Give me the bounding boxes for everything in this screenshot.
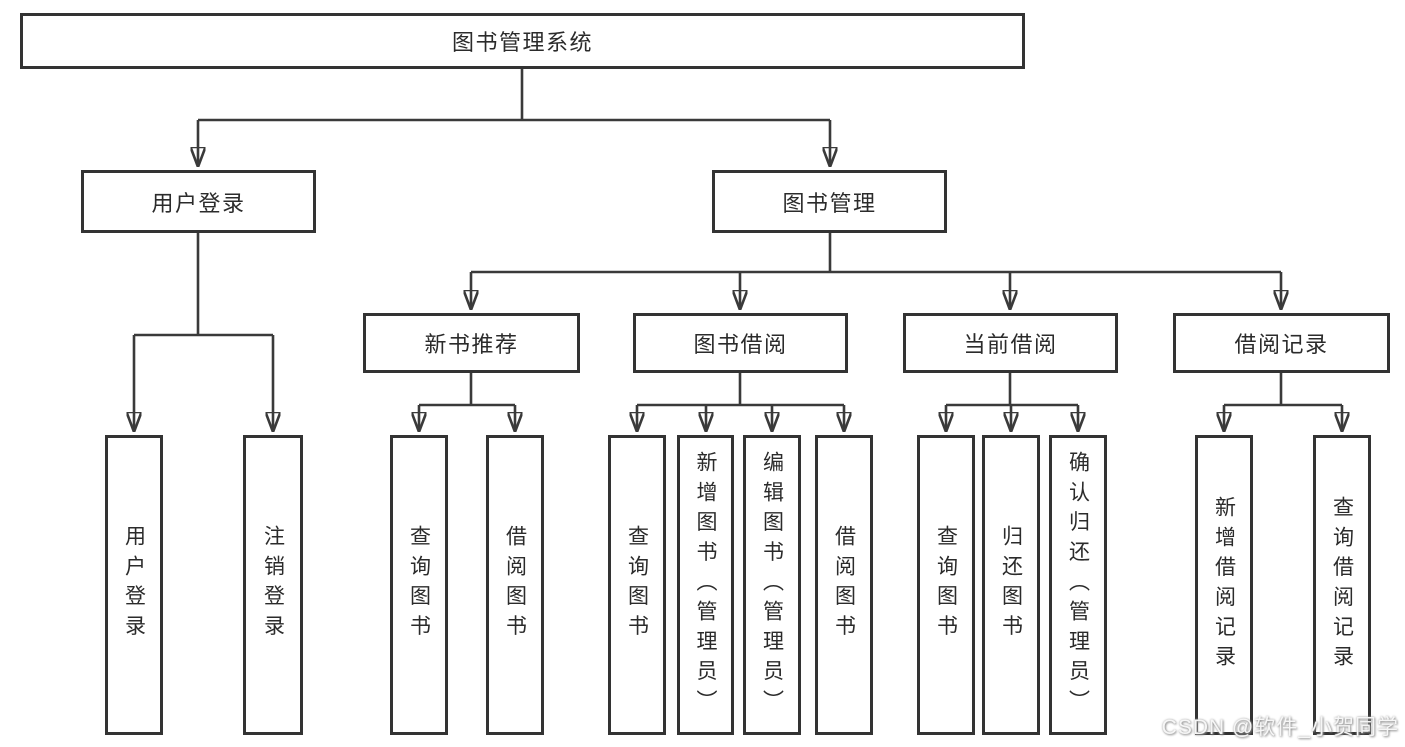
leaf-label: 编辑图书（管理员）: [760, 450, 784, 720]
node-book-management: 图书管理: [712, 170, 947, 233]
node-borrowing-records: 借阅记录: [1173, 313, 1390, 373]
leaf-label: 查询图书: [625, 525, 649, 645]
leaf-label: 借阅图书: [832, 525, 856, 645]
leaf-confirm-return-admin: 确认归还（管理员）: [1049, 435, 1107, 735]
edges-current-borrowing: [946, 373, 1078, 429]
leaf-borrow-books: 借阅图书: [815, 435, 873, 735]
leaf-label: 注销登录: [261, 525, 285, 645]
edges-new-book-recommend: [419, 373, 515, 429]
node-new-book-recommend: 新书推荐: [363, 313, 580, 373]
leaf-label: 确认归还（管理员）: [1066, 450, 1090, 720]
edges-borrowing-records: [1224, 373, 1342, 429]
leaf-return-books: 归还图书: [982, 435, 1040, 735]
leaf-logout: 注销登录: [243, 435, 303, 735]
leaf-label: 借阅图书: [503, 525, 527, 645]
node-user-login: 用户登录: [81, 170, 316, 233]
leaf-label: 查询图书: [934, 525, 958, 645]
leaf-edit-book-admin: 编辑图书（管理员）: [743, 435, 801, 735]
csdn-watermark: CSDN @软件_小贺同学: [1161, 716, 1399, 739]
leaf-query-borrow-record: 查询借阅记录: [1313, 435, 1371, 735]
leaf-label: 用户登录: [122, 525, 146, 645]
leaf-query-books: 查询图书: [608, 435, 666, 735]
leaf-label: 查询借阅记录: [1330, 495, 1354, 675]
node-book-borrowing: 图书借阅: [633, 313, 848, 373]
leaf-label: 新增借阅记录: [1212, 495, 1236, 675]
edges-book-borrowing: [637, 373, 844, 429]
leaf-borrow-books: 借阅图书: [486, 435, 544, 735]
leaf-add-borrow-record: 新增借阅记录: [1195, 435, 1253, 735]
leaf-query-books: 查询图书: [917, 435, 975, 735]
edges-book-management: [471, 233, 1281, 307]
leaf-label: 归还图书: [999, 525, 1023, 645]
node-root-system: 图书管理系统: [20, 13, 1025, 69]
node-current-borrowing: 当前借阅: [903, 313, 1118, 373]
leaf-label: 新增图书（管理员）: [694, 450, 717, 720]
edges-root-to-level2: [198, 69, 830, 164]
edges-user-login: [134, 233, 273, 429]
leaf-label: 查询图书: [407, 525, 431, 645]
leaf-user-login: 用户登录: [105, 435, 163, 735]
leaf-add-book-admin: 新增图书（管理员）: [677, 435, 734, 735]
leaf-query-books: 查询图书: [390, 435, 448, 735]
